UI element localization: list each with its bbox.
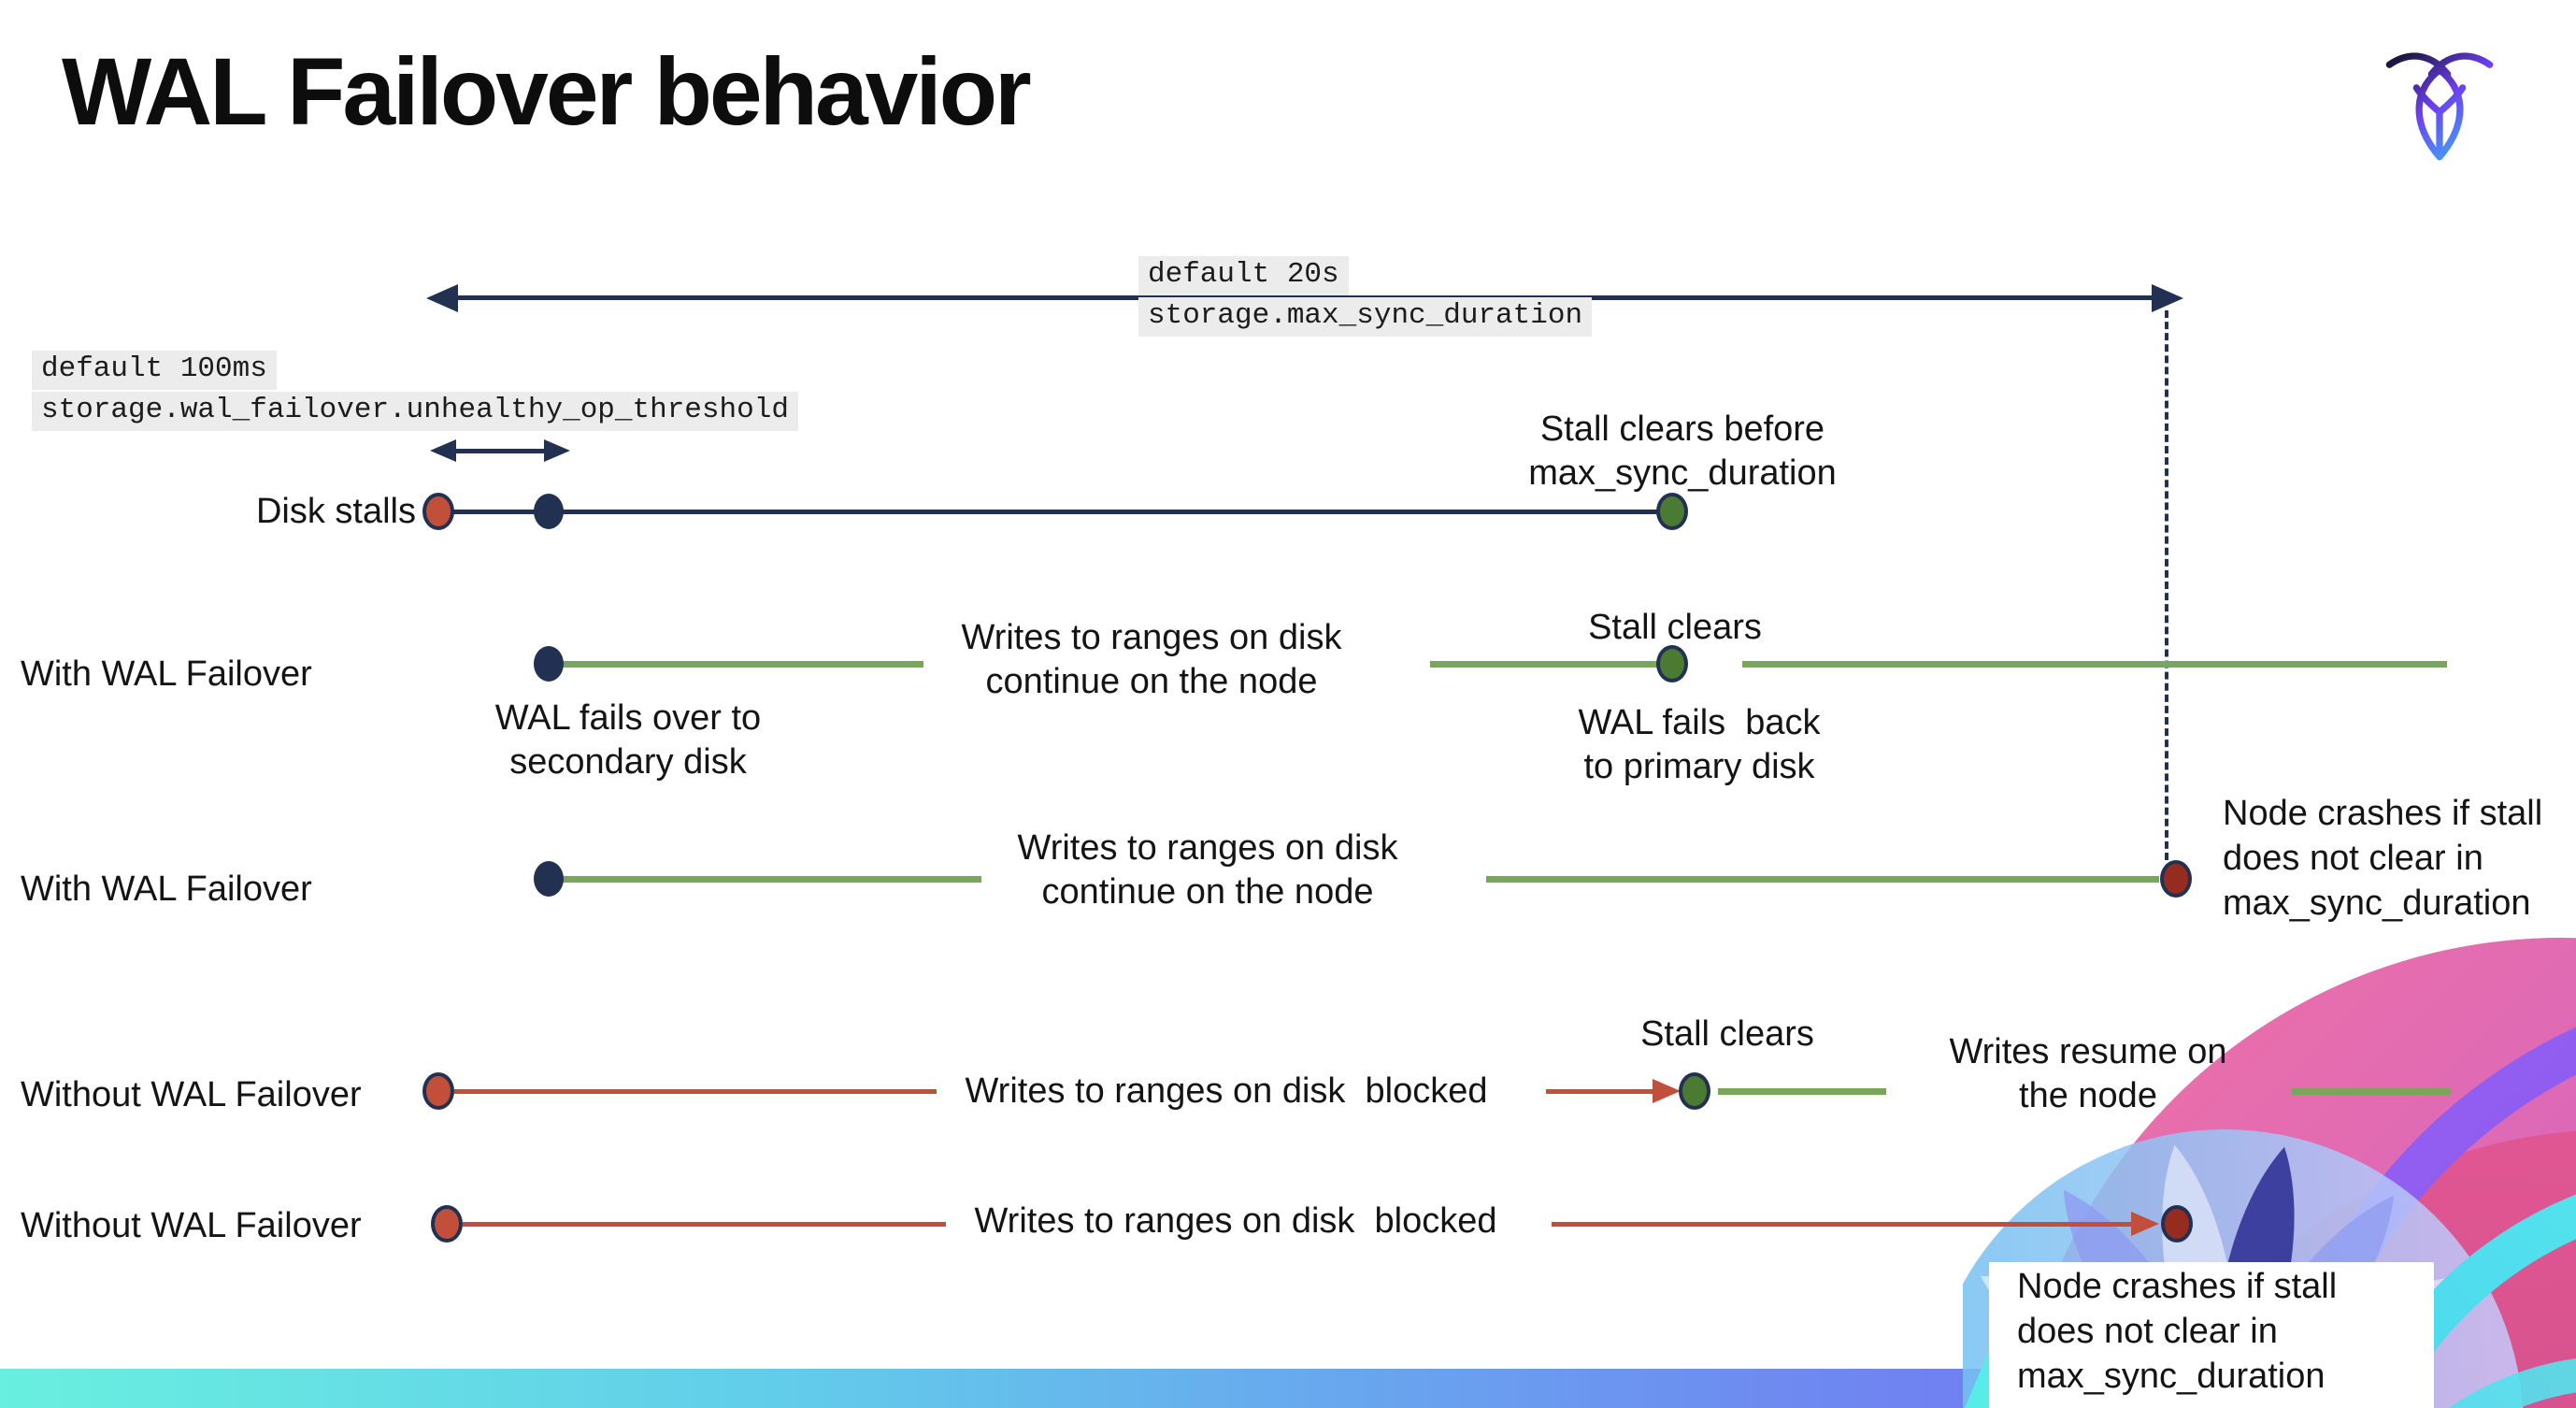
event-dot-stall-start	[422, 1072, 454, 1110]
note-writes-resume: Writes resume on the node	[1949, 1032, 2227, 1115]
row-label-with-wal-failover-2: With WAL Failover	[21, 869, 312, 909]
unhealthy-op-threshold-setting-label: default 100ms storage.wal_failover.unhea…	[32, 351, 798, 433]
note-node-crashes: Node crashes if stall does not clear in …	[2223, 794, 2543, 923]
timeline-green-segment	[1718, 1088, 1886, 1095]
timeline-red-segment	[454, 1089, 937, 1094]
timeline-green-segment	[1742, 661, 2447, 668]
crash-callout-box	[1989, 1262, 2434, 1408]
timeline-green-segment	[561, 876, 981, 883]
note-stall-clears-before: Stall clears before max_sync_duration	[1528, 409, 1837, 493]
arrowhead-left-icon	[430, 439, 456, 462]
note-stall-clears: Stall clears	[1588, 608, 1762, 647]
row-label-without-wal-failover-1: Without WAL Failover	[21, 1075, 362, 1114]
note-wal-fails-over: WAL fails over to secondary disk	[494, 698, 762, 782]
setting-name: storage.wal_failover.unhealthy_op_thresh…	[32, 392, 798, 431]
timeline-green-segment	[1430, 661, 1658, 668]
event-dot-failover	[534, 861, 564, 897]
timeline-green-segment	[1486, 876, 2159, 883]
event-dot-node-crash	[2160, 860, 2192, 898]
timeline-red-segment	[1546, 1089, 1654, 1094]
arrowhead-right-icon	[544, 439, 570, 462]
event-dot-stall-clears	[1656, 493, 1688, 530]
red-arrowhead-icon	[1653, 1079, 1681, 1103]
timeline-green-segment	[561, 661, 923, 668]
timeline-red-segment	[1552, 1222, 2133, 1227]
setting-default-value: default 100ms	[32, 351, 277, 390]
event-dot-stall-start	[422, 493, 454, 530]
page-title: WAL Failover behavior	[62, 38, 1032, 145]
event-dot-stall-start	[431, 1205, 463, 1243]
note-stall-clears: Stall clears	[1640, 1014, 1814, 1054]
max-sync-duration-setting-label: default 20s storage.max_sync_duration	[1138, 256, 1593, 338]
setting-name: storage.max_sync_duration	[1138, 297, 1593, 337]
row-label-without-wal-failover-2: Without WAL Failover	[21, 1206, 362, 1245]
timeline-red-segment	[463, 1222, 946, 1227]
note-node-crashes: Node crashes if stall does not clear in …	[2017, 1267, 2338, 1396]
setting-default-value: default 20s	[1138, 256, 1349, 295]
note-wal-fails-back: WAL fails back to primary disk	[1578, 703, 1821, 786]
event-dot-stall-clears	[1656, 645, 1688, 682]
note-writes-continue: Writes to ranges on disk continue on the…	[1017, 828, 1398, 912]
event-dot-stall-clears	[1679, 1072, 1710, 1110]
arrowhead-left-icon	[426, 284, 458, 312]
event-dot-node-crash	[2161, 1205, 2193, 1243]
max-sync-duration-deadline-dashed-line	[2165, 310, 2168, 860]
arrowhead-right-icon	[2152, 284, 2183, 312]
red-arrowhead-icon	[2131, 1212, 2159, 1236]
event-dot-failover	[534, 646, 564, 682]
note-writes-blocked: Writes to ranges on disk blocked	[965, 1071, 1488, 1111]
row-label-with-wal-failover-1: With WAL Failover	[21, 654, 312, 694]
timeline-green-segment	[2292, 1088, 2451, 1095]
note-writes-continue: Writes to ranges on disk continue on the…	[961, 618, 1342, 701]
cockroachdb-logo-icon	[2385, 52, 2494, 161]
note-writes-blocked: Writes to ranges on disk blocked	[974, 1201, 1497, 1241]
timeline-disk-stalls-line	[438, 510, 1672, 514]
row-label-disk-stalls: Disk stalls	[255, 492, 416, 531]
unhealthy-op-threshold-span-line	[452, 449, 548, 453]
event-dot-threshold	[534, 494, 564, 529]
